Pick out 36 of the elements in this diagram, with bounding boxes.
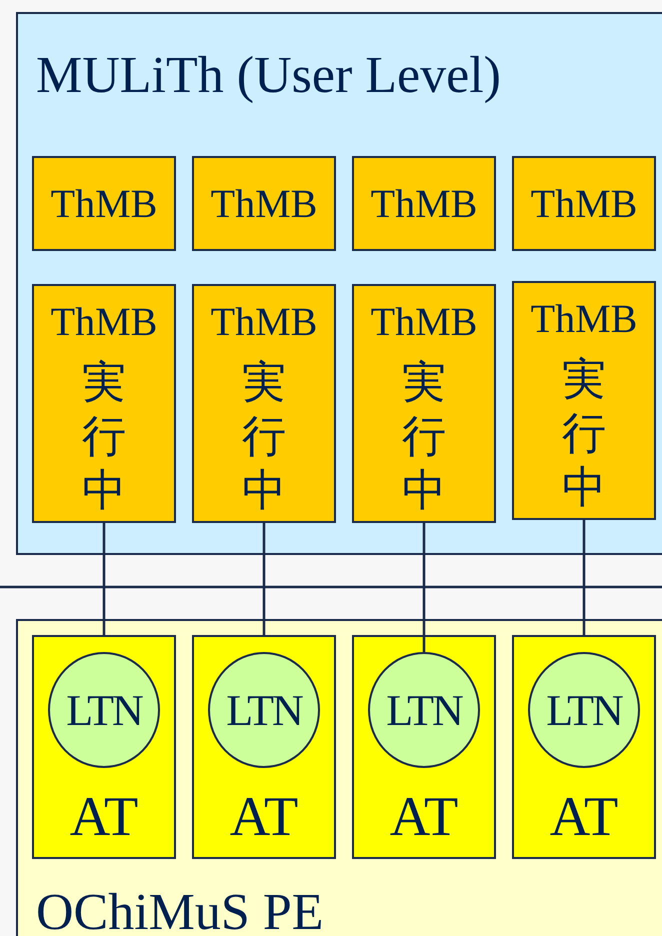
process-box (512, 635, 656, 859)
process-box: ThMB (352, 156, 496, 251)
circle-node: LTN (368, 652, 480, 768)
box-label: AT (68, 785, 140, 849)
box-title: ThMB (50, 298, 158, 346)
box-title: ThMB (530, 295, 638, 343)
connector-line (262, 523, 266, 635)
panel-title: MULiTh (User Level) (36, 46, 501, 106)
process-box: ThMB (512, 156, 656, 251)
process-box (192, 284, 336, 523)
circle-node: LTN (48, 652, 160, 768)
circle-node: LTN (528, 652, 640, 768)
box-title: ThMB (370, 298, 478, 346)
connector-line (422, 523, 426, 652)
process-box: ThMB (192, 156, 336, 251)
circle-node: LTN (208, 652, 320, 768)
layer-panel (16, 12, 662, 555)
connector-line (102, 523, 106, 635)
status-text: 実行中 (561, 353, 607, 515)
box-label: AT (548, 785, 620, 849)
process-box (352, 635, 496, 859)
status-text: 実行中 (401, 356, 447, 518)
process-box (192, 635, 336, 859)
panel-title: OChiMuS PE (36, 883, 324, 936)
process-box (32, 284, 176, 523)
box-label: AT (228, 785, 300, 849)
process-box (512, 281, 656, 520)
box-title: ThMB (210, 298, 318, 346)
process-box: ThMB (32, 156, 176, 251)
layer-panel (16, 619, 662, 936)
status-text: 実行中 (81, 356, 127, 518)
connector-line (582, 520, 586, 635)
process-box (32, 635, 176, 859)
status-text: 実行中 (241, 356, 287, 518)
process-box (352, 284, 496, 523)
box-label: AT (388, 785, 460, 849)
